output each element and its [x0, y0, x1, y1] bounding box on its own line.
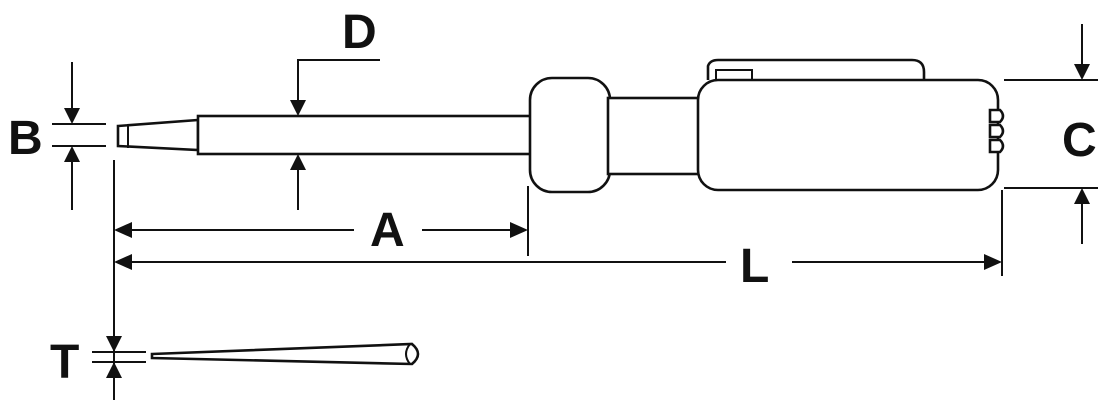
pocket-clip	[706, 58, 926, 80]
label-a: A	[370, 204, 405, 257]
shaft	[196, 114, 536, 156]
dimension-b	[52, 62, 106, 210]
tip-side-profile	[150, 342, 420, 366]
tip-side-view	[150, 342, 420, 366]
label-l: L	[740, 240, 769, 293]
dimension-d	[290, 59, 380, 210]
dimension-a	[114, 222, 528, 238]
tip-side-end	[405, 343, 411, 365]
screwdriver-drawing	[116, 58, 1005, 194]
handle-end-cap	[988, 108, 1005, 154]
front-grip	[528, 76, 612, 194]
dimension-l	[114, 254, 1002, 270]
main-handle	[696, 78, 1000, 192]
extension-lines	[113, 160, 1003, 400]
label-t: T	[50, 336, 79, 389]
dimension-t	[92, 306, 146, 378]
label-d: D	[342, 6, 377, 59]
label-c: C	[1062, 114, 1097, 167]
handle-neck	[606, 96, 704, 176]
label-b: B	[8, 112, 43, 165]
blade-tip	[116, 118, 200, 152]
dimension-c	[1004, 24, 1098, 244]
pocket-clip-inner	[715, 69, 753, 80]
